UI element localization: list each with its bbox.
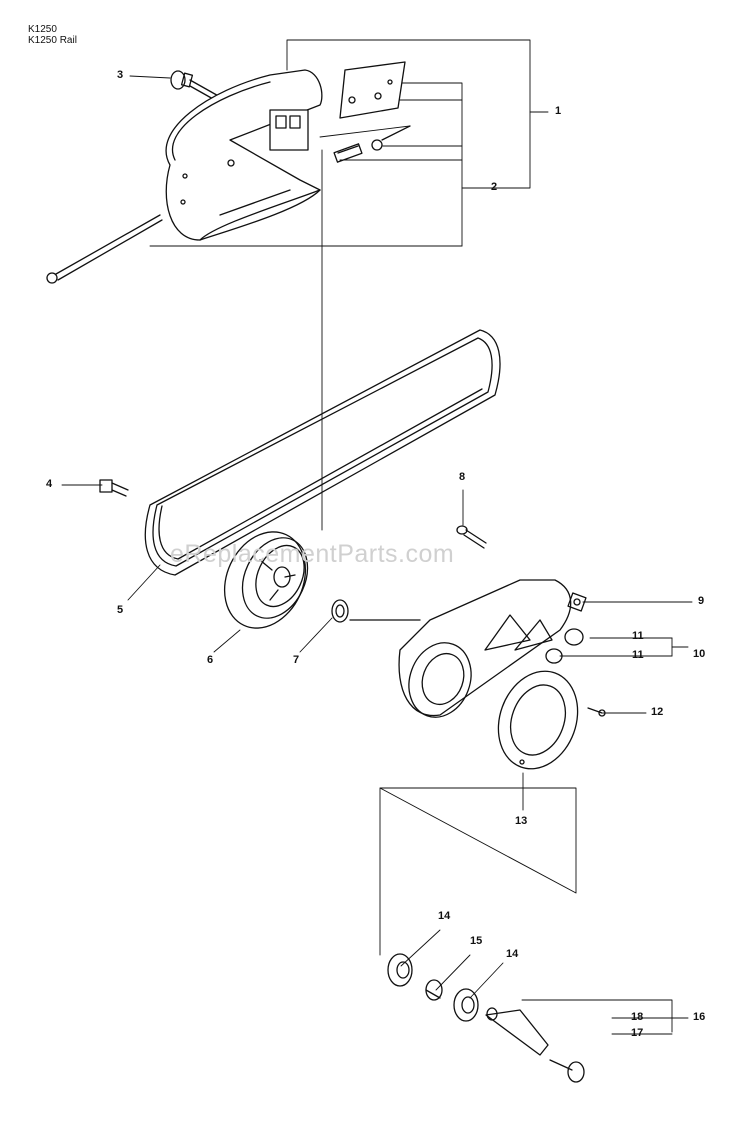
part-bearing-14a xyxy=(387,953,413,987)
callout-14b: 14 xyxy=(506,948,519,960)
part-belt-guard-1 xyxy=(165,69,323,241)
model-title: K1250 xyxy=(28,24,57,35)
watermark: eReplacementParts.com xyxy=(170,540,455,568)
callout-18: 18 xyxy=(631,1011,644,1023)
part-pulley-6 xyxy=(223,531,309,629)
callout-15: 15 xyxy=(470,935,483,947)
part-bushing-11 xyxy=(545,628,584,664)
callout-16: 16 xyxy=(693,1011,706,1023)
part-screw-8 xyxy=(456,525,487,549)
callout-11a: 11 xyxy=(632,630,644,642)
part-bolt-4 xyxy=(99,479,129,497)
part-long-screw xyxy=(46,214,163,284)
callout-5: 5 xyxy=(117,604,124,616)
part-screw-12 xyxy=(587,707,606,717)
part-shaft-18 xyxy=(485,1007,549,1056)
part-bolt-17 xyxy=(549,1059,585,1083)
part-drive-belt-5 xyxy=(144,329,501,576)
part-bearing-14b xyxy=(453,988,479,1022)
callout-12: 12 xyxy=(651,706,664,718)
callout-6: 6 xyxy=(207,654,214,666)
part-washer-7 xyxy=(331,599,349,623)
callout-13: 13 xyxy=(515,815,528,827)
part-cover-ring-13 xyxy=(497,670,579,770)
part-bracket-2 xyxy=(333,61,411,163)
model-subtitle: K1250 Rail xyxy=(28,35,77,46)
part-arm-housing xyxy=(349,579,572,718)
callout-1: 1 xyxy=(555,105,562,117)
callout-lines xyxy=(61,39,693,1035)
part-nut-9 xyxy=(567,592,587,612)
callout-11b: 11 xyxy=(632,649,644,661)
callout-2: 2 xyxy=(491,181,498,193)
part-spacer-15 xyxy=(425,979,443,1001)
callout-8: 8 xyxy=(459,471,466,483)
callout-4: 4 xyxy=(46,478,53,490)
callout-10: 10 xyxy=(693,648,706,660)
callout-14a: 14 xyxy=(438,910,451,922)
callout-9: 9 xyxy=(698,595,705,607)
callout-3: 3 xyxy=(117,69,124,81)
callout-17: 17 xyxy=(631,1027,644,1039)
callout-7: 7 xyxy=(293,654,300,666)
